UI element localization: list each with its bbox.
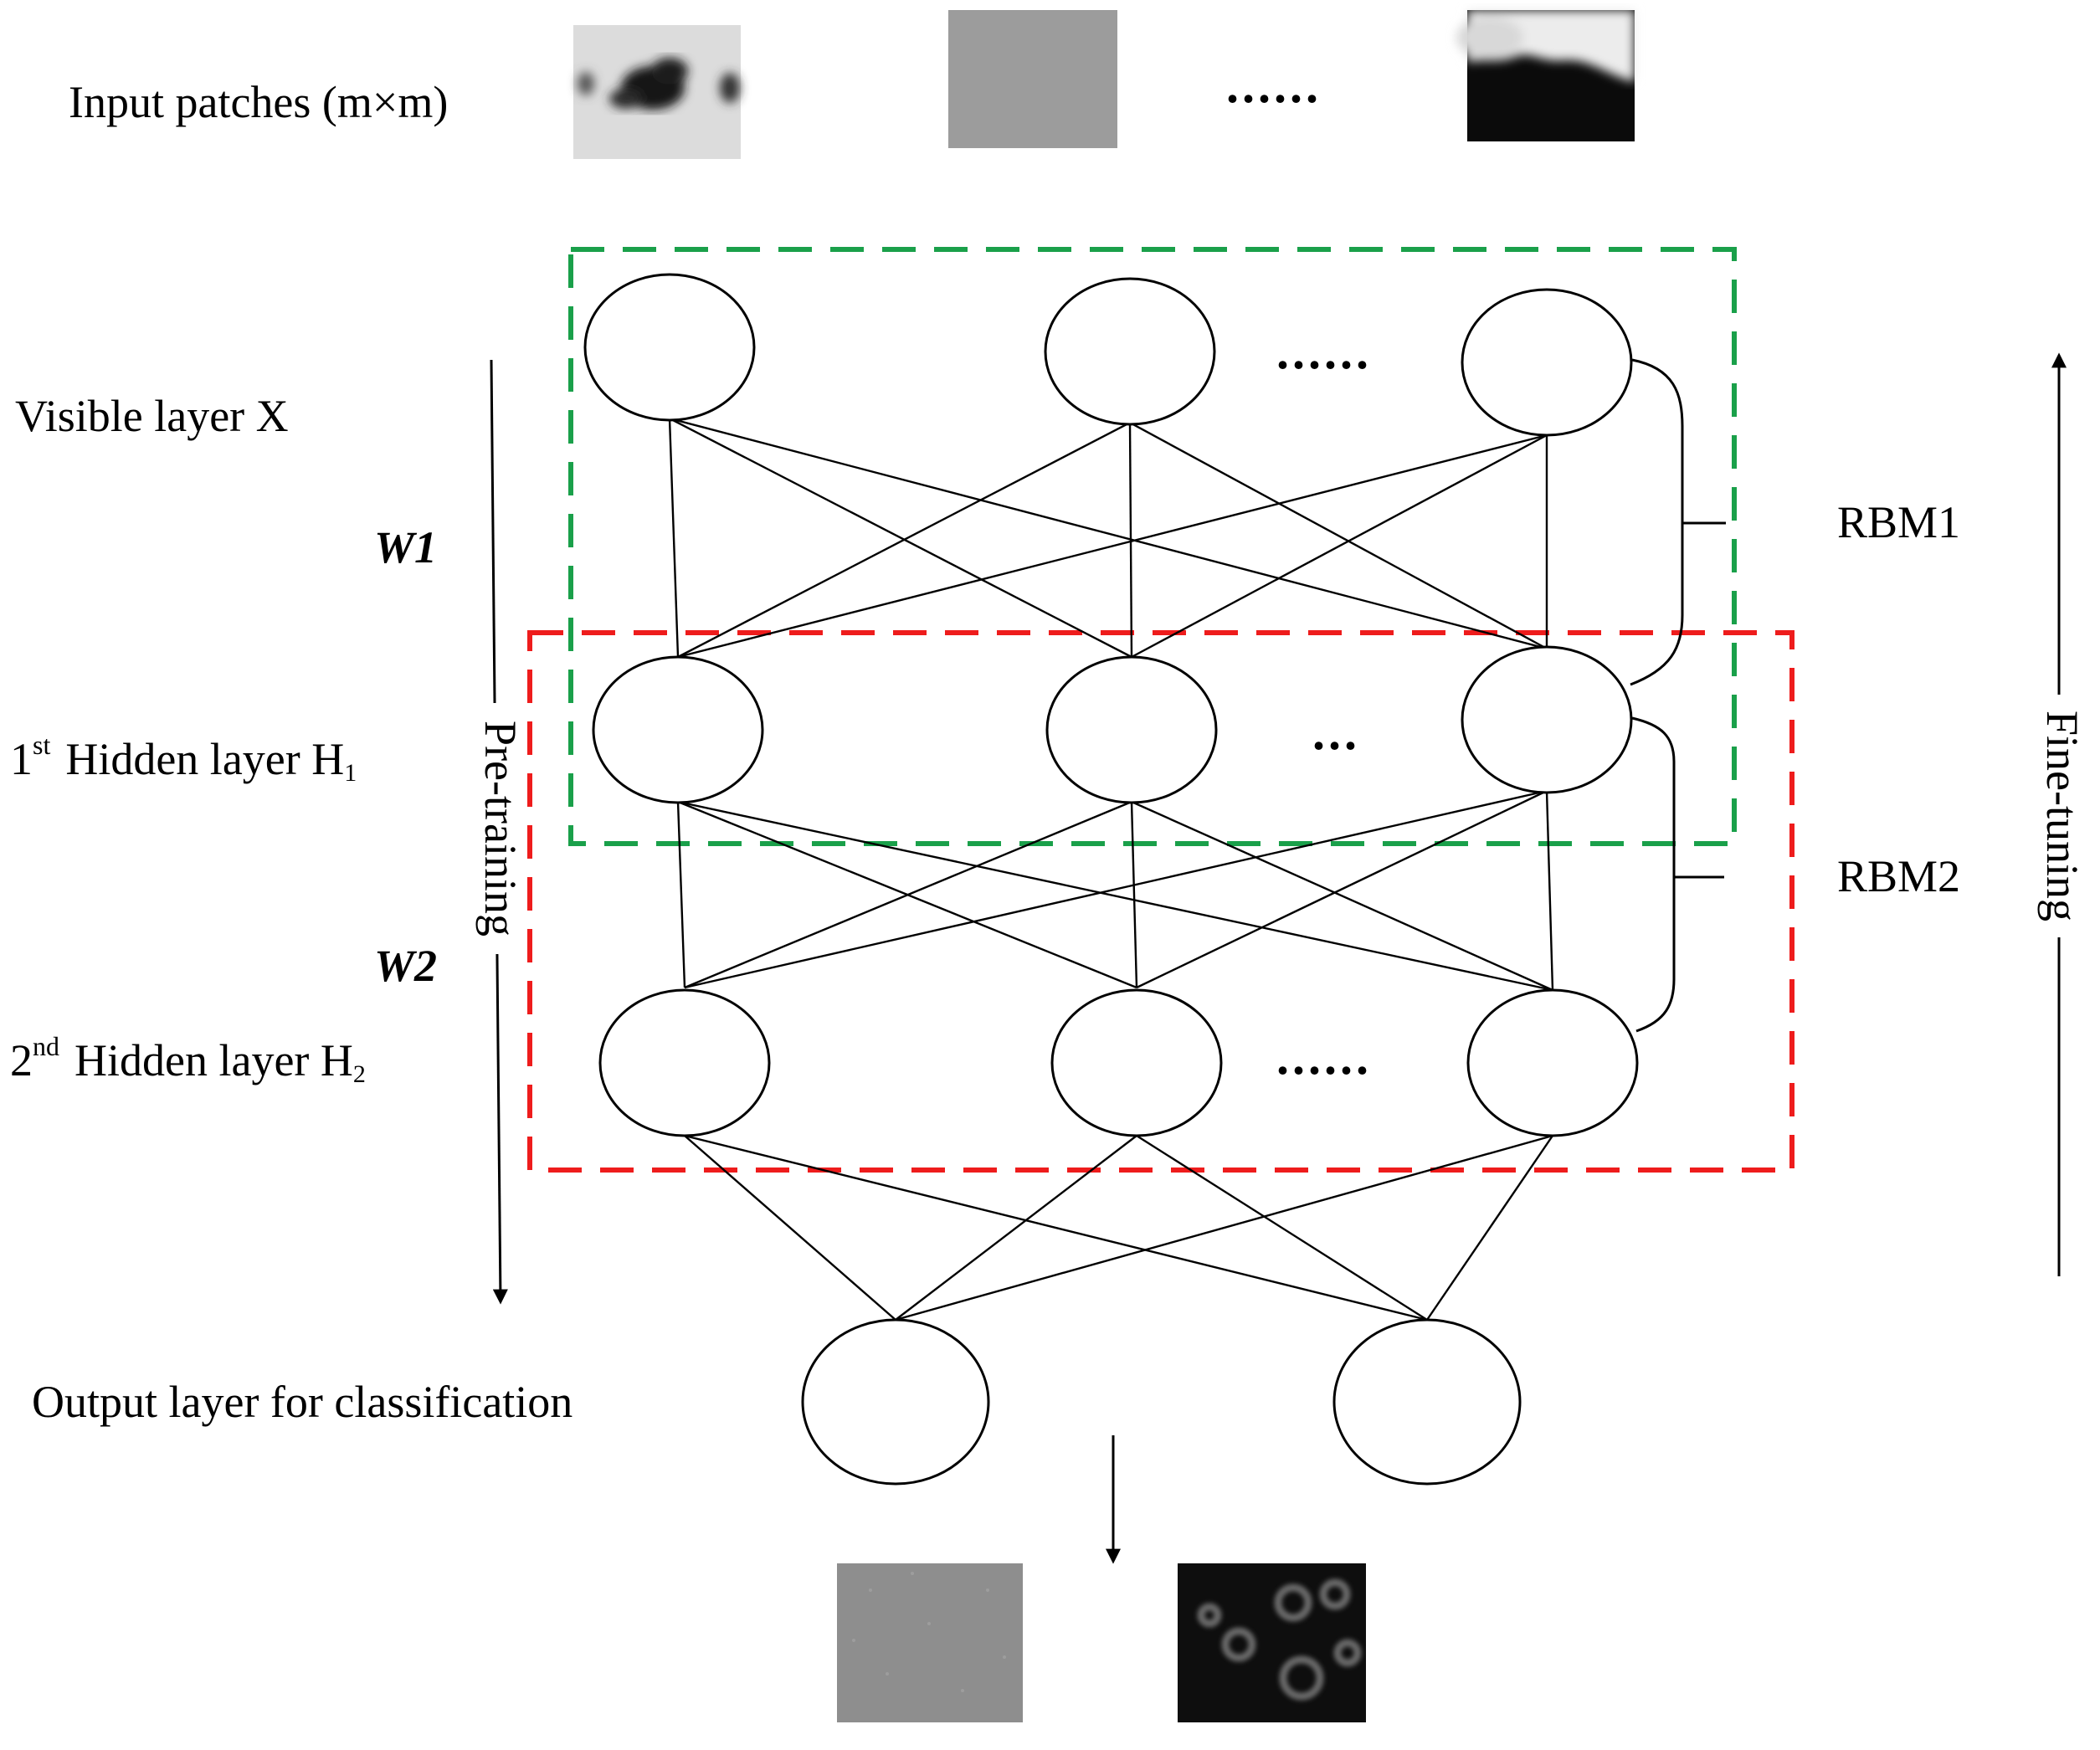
visible-node: [1461, 288, 1633, 437]
hidden2-layer-nodes: [598, 988, 1639, 1137]
pretraining-label: Pre-training: [475, 721, 526, 937]
output-layer-label: Output layer for classification: [32, 1377, 572, 1427]
pretraining-arrow: Pre-training: [473, 359, 526, 1305]
rbm1-label: RBM1: [1837, 497, 1960, 547]
w1-label: W1: [374, 522, 437, 572]
visible-node: [1044, 277, 1216, 426]
rbm2-label: RBM2: [1837, 851, 1960, 901]
input-patches-dots: ......: [1226, 58, 1322, 113]
finetuning-label: Fine-tuning: [2037, 711, 2087, 921]
output-node: [801, 1318, 990, 1486]
visible-layer-label: Visible layer X: [15, 391, 289, 441]
hidden1-node: [592, 655, 764, 804]
rbm1-bracket: [1630, 358, 1684, 686]
hidden2-node: [1466, 988, 1639, 1137]
output-layer-nodes: [801, 1318, 1522, 1486]
input-patch-1: [573, 25, 741, 159]
output-node: [1332, 1318, 1522, 1486]
hidden2-node: [598, 988, 771, 1137]
hidden1-node: [1461, 645, 1633, 794]
hidden2-node: [1050, 988, 1223, 1137]
input-patch-2: [948, 10, 1117, 148]
visible-layer-nodes: [583, 273, 1633, 437]
visible-layer-dots: ......: [1276, 324, 1372, 379]
input-patch-3: [1456, 10, 1635, 141]
rbm2-box: [527, 630, 1794, 1173]
rbm1-box: [568, 247, 1737, 846]
input-patches-label: Input patches (m×m): [69, 77, 448, 127]
hidden2-layer-dots: ......: [1276, 1029, 1372, 1085]
edges-hidden2-output: [684, 1134, 1553, 1321]
w2-label: W2: [374, 941, 437, 991]
edges-visible-hidden1: [668, 417, 1548, 659]
hidden1-layer-nodes: [592, 645, 1633, 804]
edges-hidden1-hidden2: [676, 789, 1554, 992]
output-patch-1: [837, 1563, 1023, 1722]
output-patch-2: [1178, 1563, 1366, 1722]
hidden1-node: [1045, 655, 1218, 804]
hidden1-layer-dots: ...: [1312, 705, 1360, 760]
finetuning-arrow: Fine-tuning: [2036, 352, 2087, 1276]
visible-node: [583, 273, 756, 422]
rbm2-bracket: [1631, 716, 1676, 1033]
